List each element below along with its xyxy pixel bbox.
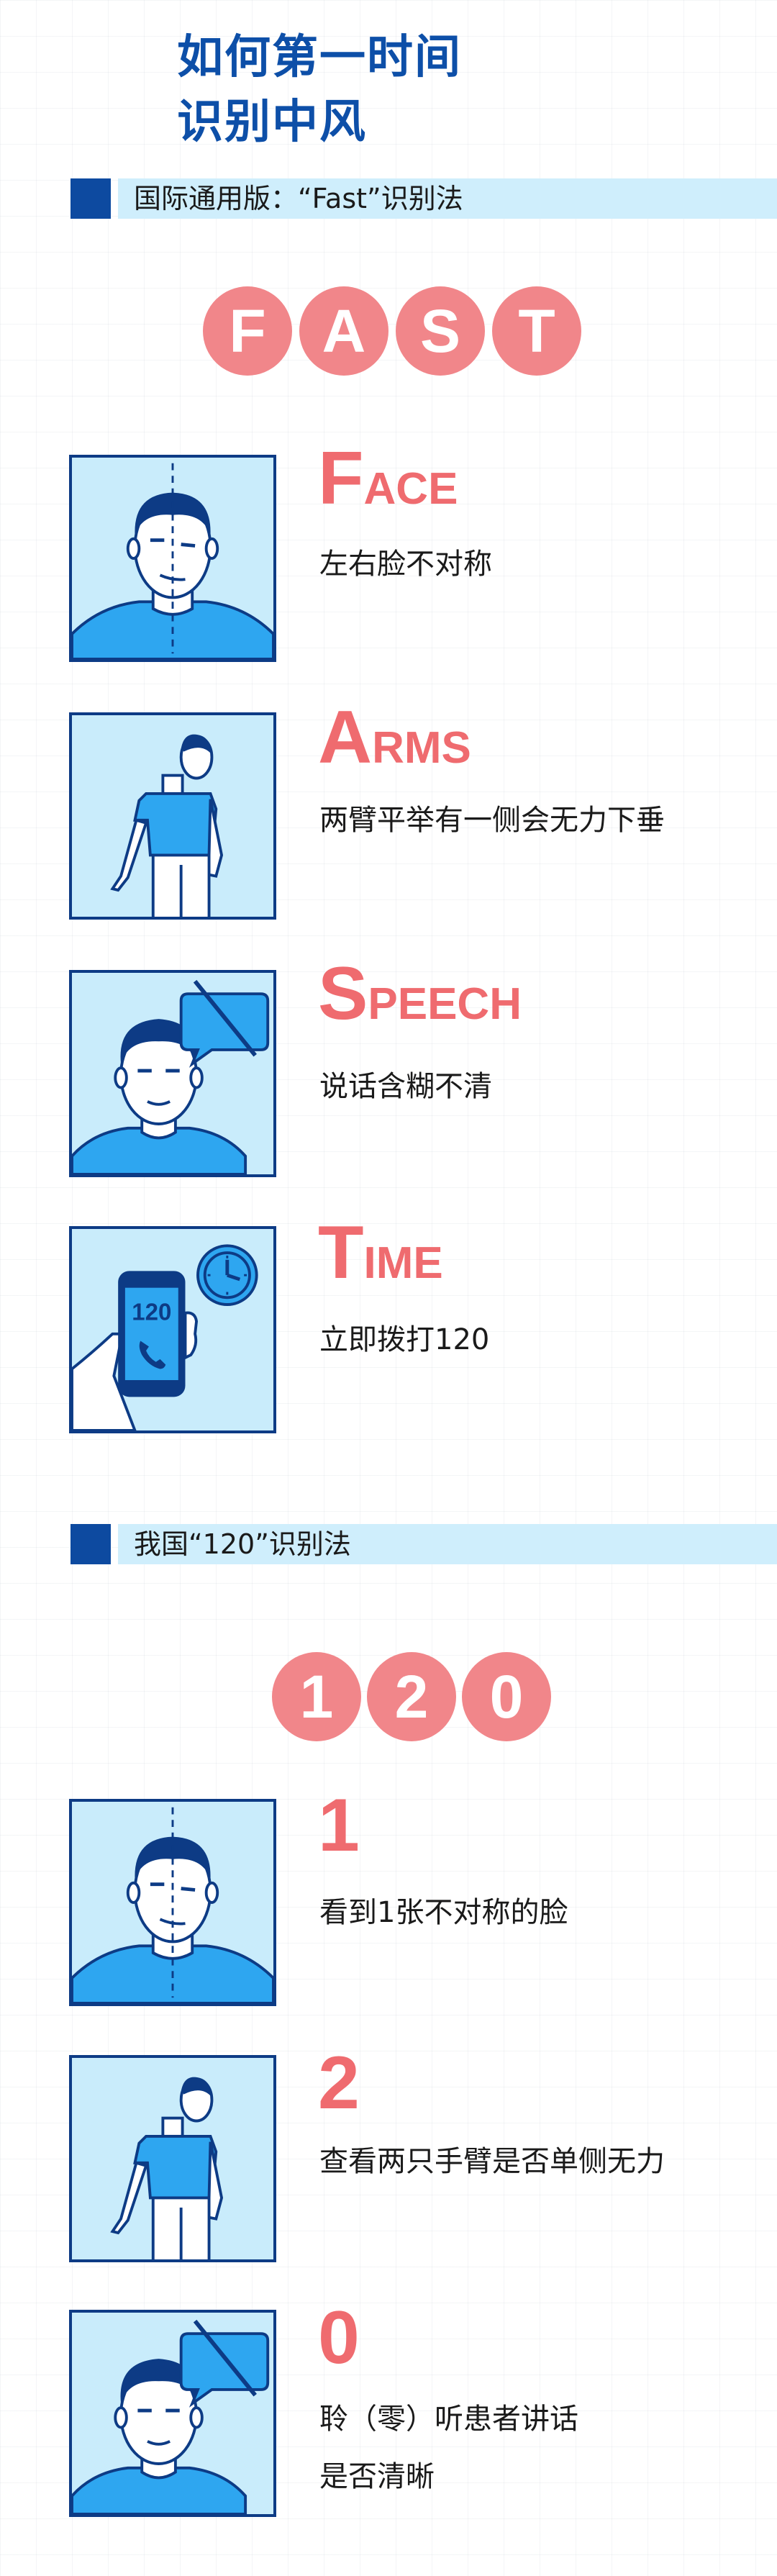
face-illustration [69,455,276,662]
digit-circle-1: 1 [272,1652,361,1741]
section-title: 我国“120”识别法 [134,1528,351,1560]
desc-digit-2: 查看两只手臂是否单侧无力 [319,2145,665,2178]
digit-circle-0: 0 [462,1652,551,1741]
face-illustration-120 [69,1799,276,2006]
section-marker [71,178,111,219]
desc-digit-1: 看到1张不对称的脸 [319,1896,568,1929]
desc-digit-0-line-1: 聆（零）听患者讲话 [319,2403,578,2436]
arms-illustration-120 [69,2055,276,2262]
time-illustration: 120 [69,1226,276,1433]
desc-digit-0-line-2: 是否清晰 [319,2460,435,2493]
arms-illustration [69,712,276,920]
fast-desc-time: 立即拨打120 [319,1323,490,1356]
page-title-line-1: 如何第一时间 [177,31,462,84]
speech-icon [72,2319,270,2514]
fast-desc-speech: 说话含糊不清 [319,1070,492,1103]
digits-row: 1 2 0 [272,1652,551,1741]
section-title: 国际通用版：“Fast”识别法 [134,183,463,214]
letter-circle-f: F [203,286,292,376]
arm-weakness-icon [110,734,224,917]
fast-heading-speech: SPEECH [318,952,522,1035]
phone-screen-number: 120 [132,1299,171,1325]
letter-circle-a: A [299,286,388,376]
fast-heading-arms: ARMS [318,696,471,779]
section-header-120: 我国“120”识别法 [71,1524,777,1564]
fast-letters-row: F A S T [203,286,581,376]
letter-circle-s: S [396,286,485,376]
fast-desc-face: 左右脸不对称 [319,548,492,581]
fast-desc-arms: 两臂平举有一侧会无力下垂 [319,804,665,837]
face-asymmetry-icon [72,1807,273,2003]
speech-icon [72,979,270,1174]
page-title-line-2: 识别中风 [177,96,367,149]
fast-heading-time: TIME [318,1211,443,1294]
heading-digit-1: 1 [318,1784,360,1867]
letter-circle-t: T [492,286,581,376]
heading-digit-2: 2 [318,2041,360,2125]
speech-illustration-120 [69,2310,276,2517]
phone-call-icon: 120 [72,1244,258,1430]
speech-illustration [69,970,276,1177]
section-header-fast: 国际通用版：“Fast”识别法 [71,178,777,219]
heading-digit-0: 0 [318,2296,360,2380]
digit-circle-2: 2 [367,1652,456,1741]
fast-heading-face: FACE [318,437,458,520]
arm-weakness-icon [110,2077,224,2259]
face-asymmetry-icon [72,463,273,659]
section-marker [71,1524,111,1564]
